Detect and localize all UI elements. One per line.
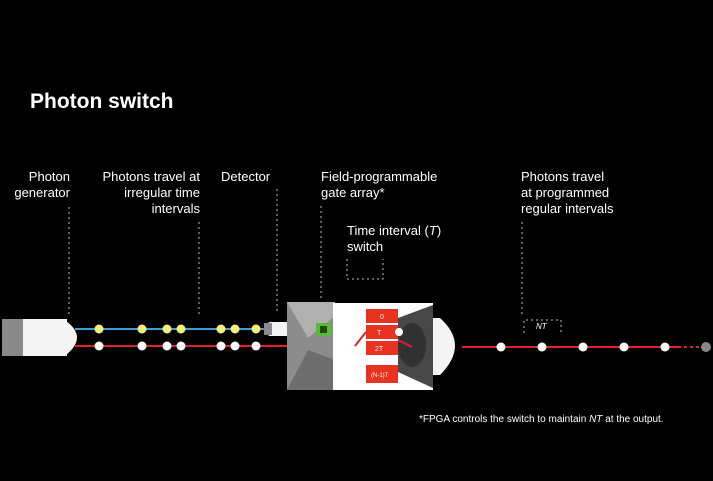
- slot-2t-label: 2T: [375, 346, 384, 353]
- white-photon: [619, 342, 629, 352]
- switch-slots: 0 T 2T (N-1)T ⋮: [354, 309, 413, 383]
- switch-photon: [395, 328, 403, 336]
- yellow-photons: [94, 324, 261, 334]
- white-photon: [216, 341, 226, 351]
- switch-path-out: [397, 339, 413, 348]
- switch-label-pre: Time interval (: [347, 223, 429, 238]
- photon-generator-label: Photon generator: [14, 169, 70, 200]
- slot-ellipsis: ⋮: [380, 355, 387, 362]
- fpga-label: Field-programmable gate array*: [321, 169, 438, 200]
- footnote: *FPGA controls the switch to maintain NT…: [419, 414, 664, 425]
- white-photon: [496, 342, 506, 352]
- regular-intervals-label: Photons travel at programmed regular int…: [521, 169, 614, 216]
- slot-t: [366, 325, 398, 339]
- slot-0-label: 0: [380, 314, 384, 321]
- photon-generator: [2, 319, 77, 356]
- yellow-photon: [137, 324, 147, 334]
- slot-n-1-t-label: (N-1)T: [371, 373, 389, 379]
- white-photon: [230, 341, 240, 351]
- page-title: Photon switch: [30, 90, 174, 113]
- yellow-photon: [251, 324, 261, 334]
- switch-label-t: T: [428, 223, 437, 238]
- switch-label-post: ) switch: [347, 223, 442, 254]
- white-photon: [94, 341, 104, 351]
- yellow-photon: [216, 324, 226, 334]
- white-photon: [537, 342, 547, 352]
- white-photon: [162, 341, 172, 351]
- leader-lines: [68, 189, 562, 333]
- footnote-suffix: at the output.: [602, 414, 664, 425]
- nt-interval-label: NT: [536, 322, 548, 331]
- footnote-nt: NT: [589, 414, 603, 425]
- yellow-photon: [176, 324, 186, 334]
- white-photon: [176, 341, 186, 351]
- white-photon: [660, 342, 670, 352]
- white-photon: [251, 341, 261, 351]
- slot-2t: [366, 341, 398, 355]
- irregular-intervals-label: Photons travel at irregular time interva…: [102, 169, 200, 216]
- detector-label: Detector: [221, 169, 271, 184]
- time-interval-switch-label: Time interval (T) switch: [347, 223, 441, 255]
- white-photons-output: [496, 342, 670, 352]
- slot-n-1-t: [366, 365, 398, 383]
- yellow-photon: [230, 324, 240, 334]
- white-photon: [137, 341, 147, 351]
- fpga-housing: [287, 302, 335, 390]
- slot-0: [366, 309, 398, 323]
- slot-t-label: T: [377, 330, 382, 337]
- white-photon: [578, 342, 588, 352]
- footnote-prefix: *FPGA controls the switch to maintain: [419, 414, 590, 425]
- output-end: [701, 342, 711, 352]
- switch-path-in: [354, 331, 367, 347]
- yellow-photon: [94, 324, 104, 334]
- yellow-photon: [162, 324, 172, 334]
